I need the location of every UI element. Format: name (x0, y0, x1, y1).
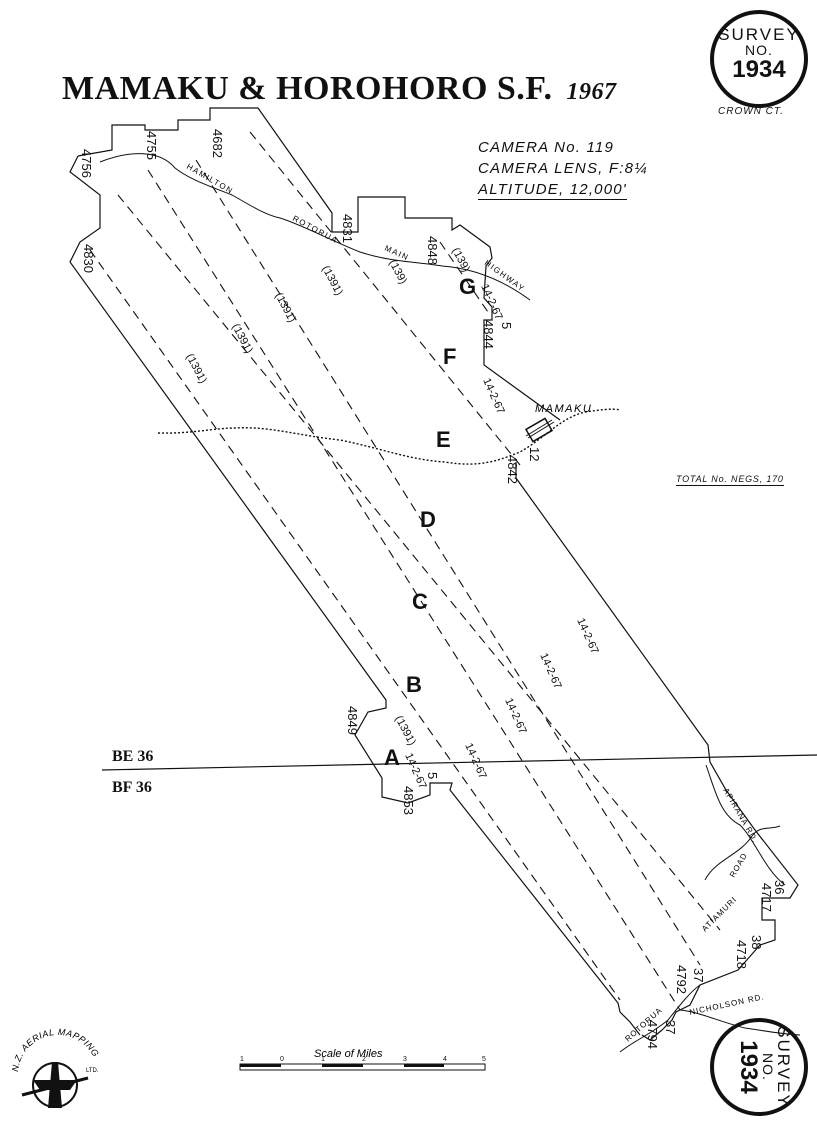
neg-top-c: 4756 (79, 149, 94, 178)
survey-seal-top: SURVEY NO. 1934 (710, 10, 808, 108)
count-b: 36 (772, 880, 787, 894)
scale-tick: 2 (362, 1056, 366, 1063)
map-title-year: 1967 (566, 79, 617, 105)
count-g: 5 (499, 322, 514, 329)
seal-bottom-line1: SURVEY (774, 1026, 793, 1108)
count-e: 37 (691, 968, 706, 982)
map-sheet-lower: BF 36 (112, 779, 152, 796)
road-label-apirana: APIRANA RD. (721, 787, 760, 845)
scale-tick: 5 (482, 1056, 486, 1063)
apirana-road (705, 764, 786, 886)
road-label-nicholson: NICHOLSON RD. (689, 992, 766, 1017)
run-letter-c: C (412, 589, 428, 614)
scale-tick: 4 (443, 1056, 447, 1063)
run-code-e: (1391) (319, 264, 345, 298)
hamilton-rotorua-highway (99, 153, 531, 301)
map-sheet-upper: BE 36 (112, 748, 154, 765)
camera-number: CAMERA No. 119 (478, 139, 615, 156)
negative-numbers-top: 4848 4831 4682 4755 4756 4830 4849 (79, 129, 440, 735)
neg-bottom-e: 4792 (674, 965, 689, 994)
camera-altitude: ALTITUDE, 12,000' (478, 181, 627, 200)
mamaku-town-block (524, 417, 554, 443)
count-d: 37 (663, 1020, 678, 1034)
neg-top-f: 4831 (340, 214, 355, 243)
scale-tick: 1 (240, 1056, 244, 1063)
run-letter-g: G (459, 274, 476, 299)
flight-line-e (195, 159, 701, 966)
crown-copyright: CROWN CT. (718, 106, 784, 117)
run-code-d: (1391) (272, 291, 298, 325)
run-date-g: 14-2-67 (478, 282, 504, 322)
neg-bottom-b: 4717 (759, 883, 774, 912)
camera-lens: CAMERA LENS, F:8¼ (478, 160, 648, 177)
run-letter-f: F (443, 344, 456, 369)
map-title-main: MAMAKU & HOROHORO S.F. (62, 70, 553, 107)
railway-line (157, 408, 621, 465)
seal-top-line2: NO. (745, 42, 773, 58)
seal-bottom-line2: NO. (760, 1053, 776, 1081)
count-c: 38 (749, 935, 764, 949)
run-date-f: 14-2-67 (480, 376, 506, 416)
seal-top-line1: SURVEY (718, 25, 800, 44)
road-label-atiamuri: ATIAMURI (700, 895, 739, 934)
run-date-d: 14-2-67 (537, 651, 563, 691)
map-title: MAMAKU & HOROHORO S.F. 1967 (62, 70, 616, 108)
atiamuri-road (704, 825, 781, 881)
neg-top-a: 4849 (345, 706, 360, 735)
run-date-c: 14-2-67 (502, 696, 528, 736)
coverage-boundary (77, 107, 561, 421)
run-codes: (139) (139) (1391) (1391) (1391) (1391) … (183, 246, 472, 748)
run-date-a: 14-2-67 (402, 751, 428, 791)
exposure-counts: 5 12 37 37 38 36 5 (425, 322, 787, 1034)
run-code-b: (1391) (183, 352, 209, 386)
scale-tick: 3 (403, 1056, 407, 1063)
coverage-boundary-left (69, 155, 641, 1036)
seal-top-number: 1934 (732, 56, 786, 83)
neg-top-e: 4682 (210, 129, 225, 158)
run-dates: 14-2-67 14-2-67 14-2-67 14-2-67 14-2-67 … (402, 282, 600, 791)
flight-line-b (89, 249, 621, 1001)
scale-label: Scale of Miles (314, 1048, 383, 1060)
neg-top-b: 4830 (81, 244, 96, 273)
neg-top-g: 4848 (425, 236, 440, 265)
run-letters: G F E D C B A (384, 274, 476, 770)
flight-lines (89, 131, 721, 1011)
rotorua-road-south (619, 984, 701, 1053)
survey-seal-bottom: SURVEY NO. 1934 (710, 1018, 808, 1116)
flight-line-c (117, 194, 721, 931)
run-date-e: 14-2-67 (574, 616, 600, 656)
run-code-c: (1391) (229, 322, 255, 356)
nicholson-road (679, 1009, 801, 1036)
scale-bar: Scale of Miles 1 0 1 2 3 4 5 (239, 1048, 486, 1071)
run-letter-d: D (420, 507, 436, 532)
neg-bottom-c: 4718 (734, 940, 749, 969)
run-date-b: 14-2-67 (462, 741, 488, 781)
neg-bottom-f: 4842 (505, 455, 520, 484)
run-letter-b: B (406, 672, 422, 697)
neg-bottom-d: 4794 (645, 1020, 660, 1049)
logo-suffix: LTD. (86, 1068, 99, 1074)
negative-numbers-bottom: 4844 4842 4792 4794 4718 4717 4853 (401, 320, 774, 1049)
run-code-f: (139) (386, 258, 409, 286)
count-f: 12 (527, 447, 542, 461)
seal-bottom-number: 1934 (735, 1040, 762, 1094)
run-code-a: (1391) (392, 714, 418, 748)
company-logo: N.Z. AERIAL MAPPING LTD. (10, 1027, 100, 1108)
run-letter-a: A (384, 745, 400, 770)
flight-line-f (249, 131, 521, 466)
map-sheet-boundary (101, 754, 817, 771)
neg-bottom-g: 4844 (481, 320, 496, 349)
place-label-mamaku: MAMAKU (535, 403, 592, 415)
neg-bottom-a: 4853 (401, 786, 416, 815)
total-negatives: TOTAL No. NEGS, 170 (676, 474, 784, 486)
scale-tick: 1 (321, 1056, 325, 1063)
run-letter-e: E (436, 427, 451, 452)
flight-line-d (147, 169, 681, 1011)
neg-top-d: 4755 (144, 131, 159, 160)
coverage-boundary-right (515, 462, 799, 1041)
scale-tick: 0 (280, 1056, 284, 1063)
camera-info: CAMERA No. 119 CAMERA LENS, F:8¼ ALTITUD… (478, 137, 648, 200)
count-a: 5 (425, 772, 440, 779)
